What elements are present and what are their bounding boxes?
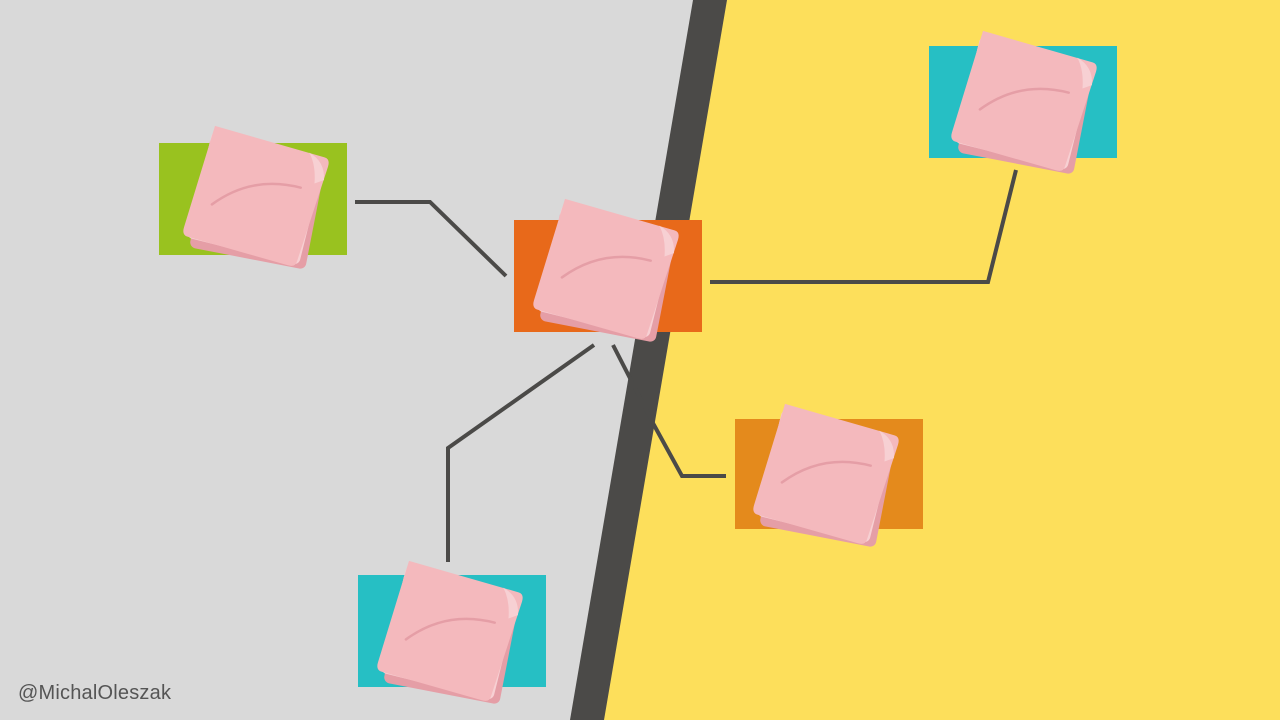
sticky-note-icon — [183, 125, 329, 269]
connectors — [355, 169, 1018, 562]
teal-bottom-node — [358, 560, 546, 704]
teal-top-node — [929, 30, 1117, 174]
connector-center-orange-right — [611, 344, 726, 478]
green-node — [159, 125, 347, 269]
sticky-note-icon — [951, 30, 1097, 174]
connector-center-teal-top — [710, 169, 1018, 284]
sticky-note-icon — [377, 560, 523, 704]
orange-right-node — [735, 403, 923, 547]
divider-stripe — [570, 0, 727, 720]
sticky-note-icon — [753, 403, 899, 547]
center-node — [514, 198, 702, 342]
connector-green-center — [355, 200, 508, 278]
author-credit: @MichalOleszak — [18, 682, 172, 704]
sticky-note-icon — [533, 198, 679, 342]
connector-center-teal-bottom — [446, 343, 596, 562]
right-background — [588, 0, 1280, 720]
